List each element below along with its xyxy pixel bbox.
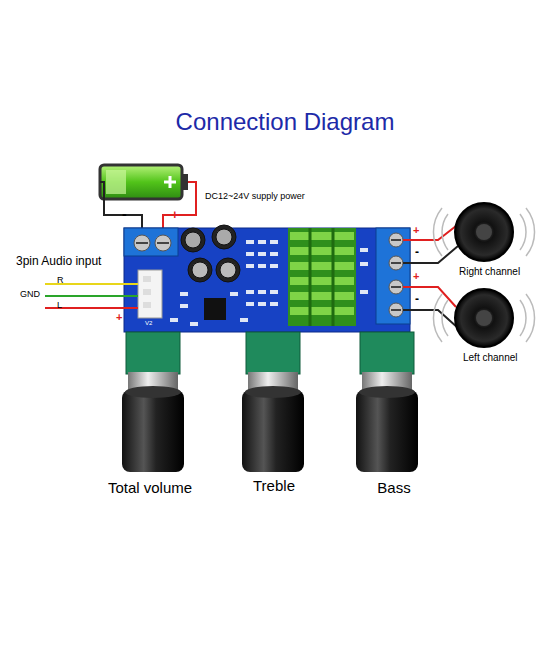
polarity-mark: + [116, 311, 122, 323]
knob-label: Total volume [108, 480, 192, 497]
knob-label: Bass [377, 480, 410, 497]
pin-name: R [57, 276, 64, 286]
potentiometer-knob [122, 332, 184, 472]
speaker-wire [403, 287, 456, 307]
polarity-mark: - [122, 207, 127, 222]
polarity-mark: + [413, 270, 419, 282]
input-label: 3pin Audio input [16, 255, 101, 268]
speaker-wire [403, 310, 458, 328]
channel-label: Right channel [459, 266, 520, 277]
diagram-title: Connection Diagram [0, 108, 550, 136]
pin-name: GND [20, 290, 40, 300]
polarity-mark: + [413, 224, 419, 236]
speaker-icon [433, 203, 534, 261]
polarity-mark: + [171, 208, 179, 222]
supply-label: DC12~24V supply power [205, 192, 305, 202]
speaker-icon [433, 289, 534, 347]
speaker-wire [403, 246, 458, 263]
pcb-board [124, 228, 410, 332]
knob-label: Treble [253, 478, 295, 495]
speaker-wire [403, 226, 456, 240]
potentiometer-knob [356, 332, 418, 472]
potentiometer-knob [242, 332, 304, 472]
board-version: V2 [145, 320, 152, 327]
pin-name: L [57, 301, 62, 311]
heatsink [288, 228, 356, 326]
capacitor [181, 225, 240, 282]
power-terminal [124, 228, 178, 256]
smd-components [170, 240, 368, 326]
polarity-mark: - [415, 293, 419, 306]
channel-label: Left channel [463, 352, 518, 363]
ic-chip [204, 298, 226, 320]
battery-icon [100, 165, 188, 199]
polarity-mark: - [415, 246, 419, 259]
signal-wire [45, 295, 138, 297]
audio-connector [138, 270, 162, 318]
